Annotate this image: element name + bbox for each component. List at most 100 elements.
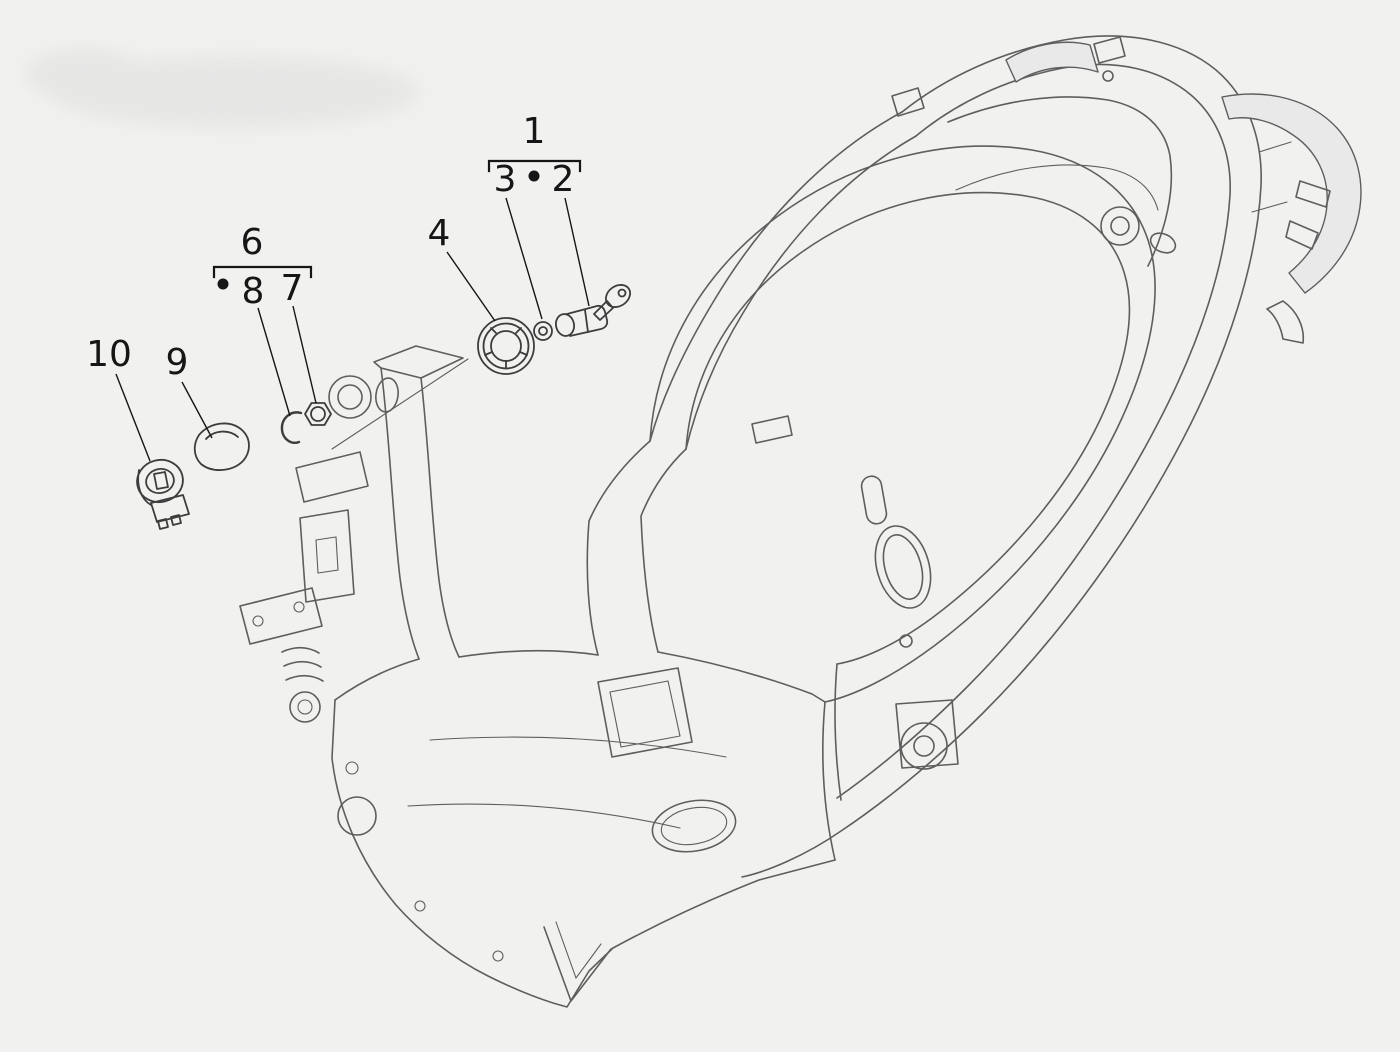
floor-rivet-2	[414, 900, 426, 912]
key-head-hole	[617, 288, 627, 298]
floor-cutout-rect-outer	[597, 667, 693, 758]
seat-bracket	[1005, 41, 1099, 83]
wing-link-line-1	[1258, 141, 1292, 153]
group-bracket-1	[487, 159, 582, 173]
ring-outer	[533, 321, 553, 341]
callouts: 1 3 2 4 6 8 7 9 10	[86, 111, 590, 462]
headstock-ring-inner	[337, 384, 363, 410]
leader-line-10	[115, 373, 151, 462]
floor-pan-outline	[331, 699, 836, 1008]
switch-connector-body	[150, 494, 190, 523]
key-blade	[593, 300, 614, 321]
floor-cutout-oval-inner	[660, 806, 728, 846]
floor-top-right-edge	[458, 649, 599, 658]
leader-line-9	[181, 381, 213, 439]
wing-slot-1	[1295, 180, 1331, 208]
floor-rib-2	[407, 803, 681, 829]
frame-hole-ellipse	[1149, 232, 1177, 254]
engine-mount-ring-outer	[900, 722, 948, 770]
stand-notch-inner	[555, 921, 602, 980]
underseat-bucket-edge	[947, 96, 1173, 267]
underseat-bucket-floor	[955, 164, 1159, 211]
floor-rivet-3	[492, 950, 504, 962]
hex-nut-bore	[310, 406, 326, 422]
escutcheon-rim-outer	[477, 317, 535, 375]
frame-top-tab	[891, 87, 925, 117]
suspension-coil-1	[281, 646, 320, 654]
side-oval-hole-outer	[874, 525, 932, 609]
side-screw-hole	[899, 634, 913, 648]
floor-rear-edge	[657, 651, 826, 703]
switch-face-inner	[145, 467, 175, 495]
floor-hole	[337, 796, 377, 836]
part-9-lock-cover	[193, 422, 250, 471]
callout-label-4: 4	[428, 213, 451, 254]
scan-artifact	[25, 48, 420, 128]
lock-cover-outline	[193, 422, 250, 471]
arch-support-left	[822, 701, 836, 861]
callout-label-1: 1	[523, 111, 546, 152]
engine-mount-plate	[895, 699, 959, 769]
callout-label-7: 7	[281, 268, 304, 309]
escutcheon-bore	[490, 330, 522, 362]
engine-mount-ring-inner	[913, 735, 935, 757]
tunnel-arch-inner	[685, 191, 1131, 665]
arch-side-tab	[751, 415, 793, 444]
suspension-coil-2	[283, 660, 322, 668]
tunnel-front-left	[586, 440, 651, 656]
key-head	[605, 284, 631, 308]
top-screw-hole	[1102, 70, 1114, 82]
frame-hole-inner	[1110, 216, 1130, 236]
spring-clip-arc	[280, 411, 303, 444]
steering-spine-right-edge	[420, 377, 460, 658]
floor-top-left-edge	[334, 658, 420, 701]
group-bracket-6	[212, 265, 313, 279]
floor-cutout-rect-inner	[609, 680, 681, 748]
tunnel-arch-outer	[649, 145, 1156, 703]
lock-parts-drawings	[136, 284, 631, 530]
suspension-eye-outer	[289, 691, 321, 723]
frame-front-outer-edge	[649, 111, 903, 442]
spine-bracket-box	[299, 509, 355, 603]
switch-face-outer	[136, 458, 184, 504]
arch-support-right	[834, 663, 842, 801]
callout-label-8: 8	[242, 271, 265, 312]
wing-tab	[1266, 300, 1305, 344]
lock-cover-inner-arc	[205, 430, 239, 440]
bracket-hole-2	[293, 601, 305, 613]
callout-label-10: 10	[86, 334, 132, 375]
scan-artifact-blob-small	[25, 48, 145, 100]
headstock-tube-ellipse	[375, 377, 399, 413]
floor-rivet-1	[345, 761, 359, 775]
suspension-coil-3	[285, 674, 324, 682]
part-7-hex-nut	[304, 402, 332, 426]
group-dot-6	[217, 278, 229, 290]
scooter-frame-drawing	[239, 35, 1362, 1008]
floor-rib-1	[429, 736, 727, 758]
headstock-ring-outer	[328, 375, 372, 419]
part-8-spring-clip	[280, 411, 303, 444]
part-2-lock-cylinder-with-key	[555, 284, 631, 337]
spine-bracket-flat	[239, 587, 323, 645]
frame-rear-outer-edge	[741, 35, 1262, 878]
side-slot-hole	[860, 475, 888, 525]
part-3-ring	[533, 321, 553, 341]
cylinder-face	[555, 313, 575, 337]
callout-label-6: 6	[241, 222, 264, 263]
frame-front-inner-edge	[685, 135, 917, 450]
part-10-ignition-switch	[136, 458, 190, 530]
side-oval-hole-inner	[882, 534, 924, 600]
leader-line-8	[257, 307, 291, 417]
ring-inner	[538, 326, 548, 336]
callout-label-3: 3	[494, 159, 517, 200]
escutcheon-spokes	[484, 327, 528, 369]
top-notch-tab	[1093, 36, 1126, 64]
lock-mount-axis-line	[331, 358, 469, 450]
switch-connector-pin-2	[170, 514, 182, 526]
floor-cutout-oval-outer	[651, 799, 737, 853]
cylinder-body	[566, 304, 609, 337]
wing-slot-2	[1285, 220, 1319, 250]
leader-line-2	[564, 197, 590, 307]
bracket-hole-1	[252, 615, 264, 627]
